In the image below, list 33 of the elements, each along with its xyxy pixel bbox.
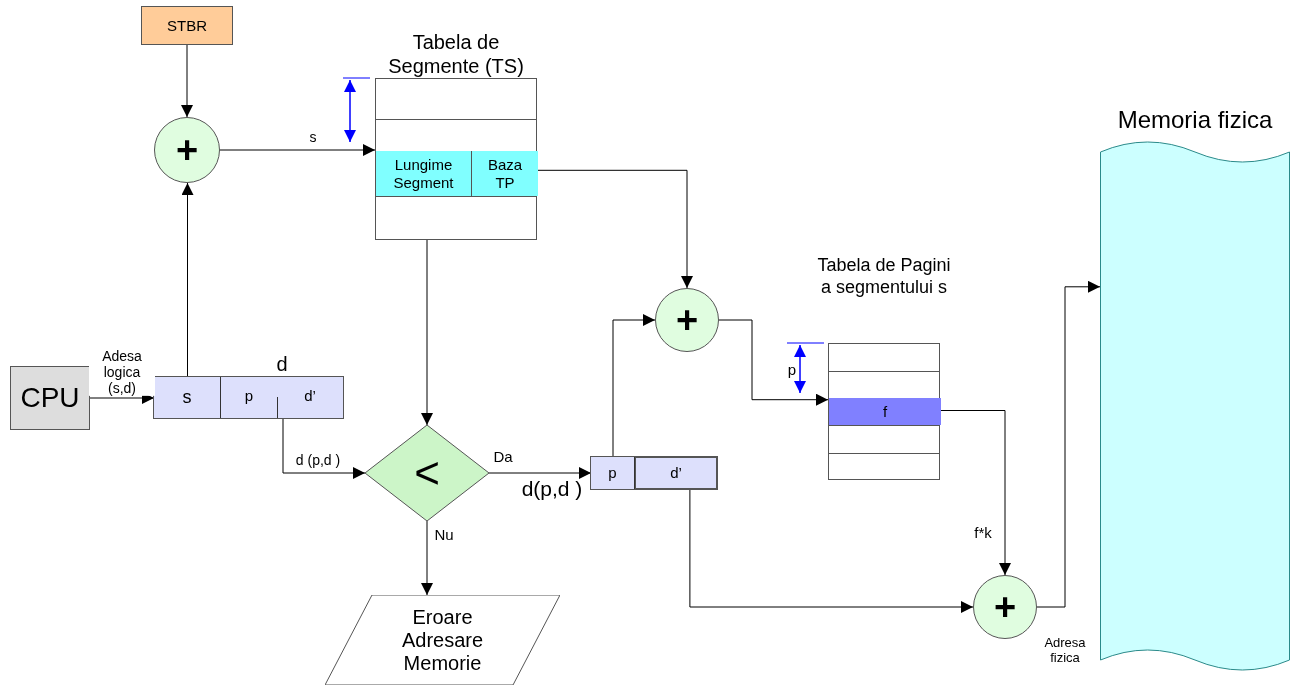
register-box: STBR	[141, 6, 233, 45]
page-table-entry: f	[829, 398, 941, 425]
address-field: d’	[635, 457, 717, 489]
arrow	[689, 488, 974, 613]
segment-title: Tabela de Segmente (TS)	[387, 30, 525, 78]
cpu-box: CPU	[10, 366, 90, 430]
decision-diamond: <	[365, 425, 489, 521]
error-parallelogram: Eroare Adresare Memorie	[325, 595, 560, 685]
arrow	[282, 417, 366, 479]
field-label: p	[221, 377, 277, 418]
memory-title: Memoria fizica	[1116, 106, 1274, 135]
offset-title: d	[275, 352, 289, 376]
node-label: Baza TP	[487, 156, 523, 191]
segment-table-entry: Baza TP	[472, 151, 538, 196]
arrow	[1036, 280, 1101, 608]
page-title: Tabela de Pagini a segmentului s	[816, 255, 952, 299]
adder-circle: +	[655, 288, 719, 352]
arrow	[219, 144, 376, 156]
arrow	[421, 520, 433, 596]
arrow	[421, 239, 433, 426]
arrow	[612, 314, 656, 458]
edge-label: Adesa logica (s,d)	[89, 347, 155, 397]
dimension-label: p	[786, 361, 798, 379]
arrow	[181, 182, 194, 378]
arrow	[181, 44, 193, 118]
adder-circle: +	[973, 575, 1037, 639]
edge-label: d (p,d )	[293, 451, 343, 469]
arrow	[718, 319, 829, 406]
address-register	[591, 457, 717, 489]
address-label: d(p,d )	[520, 476, 584, 502]
adder-circle: +	[154, 117, 220, 183]
arrow	[488, 467, 592, 479]
segment-table-entry: Lungime Segment	[376, 151, 472, 196]
